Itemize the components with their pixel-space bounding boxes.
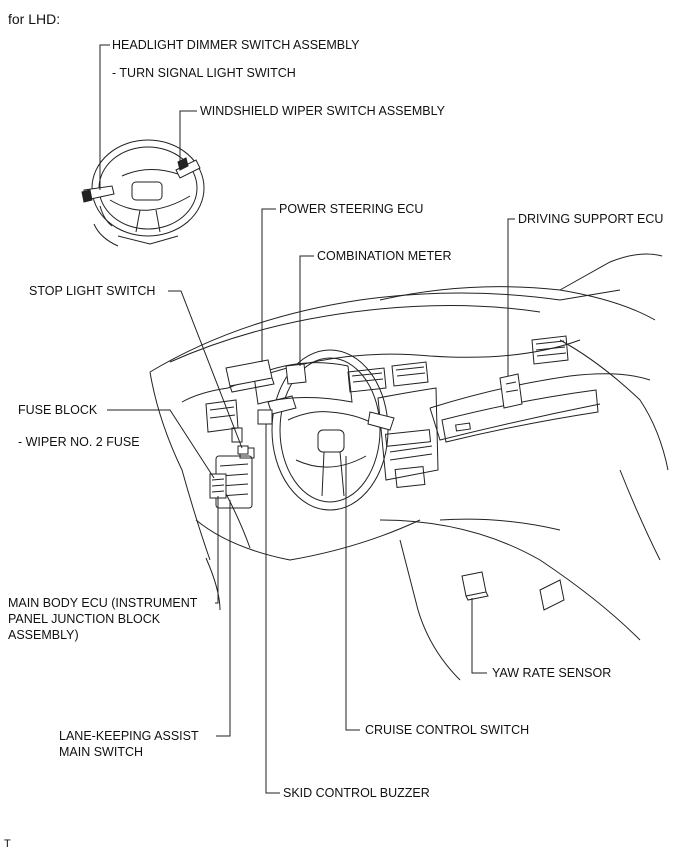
label-power-steering-ecu: POWER STEERING ECU bbox=[279, 202, 424, 216]
label-wiper-no2-fuse: - WIPER NO. 2 FUSE bbox=[18, 435, 140, 449]
label-combination-meter: COMBINATION METER bbox=[317, 249, 452, 263]
label-fuse-block: FUSE BLOCK bbox=[18, 403, 98, 417]
label-headlight-dimmer-switch: HEADLIGHT DIMMER SWITCH ASSEMBLY bbox=[112, 38, 360, 52]
label-windshield-wiper-switch: WINDSHIELD WIPER SWITCH ASSEMBLY bbox=[200, 104, 445, 118]
label-driving-support-ecu: DRIVING SUPPORT ECU bbox=[518, 212, 664, 226]
label-main-body-ecu-line3: ASSEMBLY) bbox=[8, 628, 79, 642]
main-steering-wheel bbox=[253, 349, 395, 511]
label-lane-keeping-assist-line1: LANE-KEEPING ASSIST bbox=[59, 729, 199, 743]
label-yaw-rate-sensor: YAW RATE SENSOR bbox=[492, 666, 612, 680]
label-turn-signal-light-switch: - TURN SIGNAL LIGHT SWITCH bbox=[112, 66, 296, 80]
label-lane-keeping-assist-line2: MAIN SWITCH bbox=[59, 745, 144, 759]
leader-lines bbox=[99, 44, 515, 794]
components bbox=[209, 359, 523, 601]
label-cruise-control-switch: CRUISE CONTROL SWITCH bbox=[365, 723, 530, 737]
label-main-body-ecu-line2: PANEL JUNCTION BLOCK bbox=[8, 612, 161, 626]
label-stop-light-switch: STOP LIGHT SWITCH bbox=[29, 284, 156, 298]
footer-mark: T bbox=[4, 838, 11, 850]
header-for-lhd: for LHD: bbox=[8, 11, 61, 27]
label-main-body-ecu-line1: MAIN BODY ECU (INSTRUMENT bbox=[8, 596, 198, 610]
label-skid-control-buzzer: SKID CONTROL BUZZER bbox=[283, 786, 430, 800]
steering-wheel-inset bbox=[81, 139, 205, 247]
dashboard-body bbox=[149, 253, 669, 681]
